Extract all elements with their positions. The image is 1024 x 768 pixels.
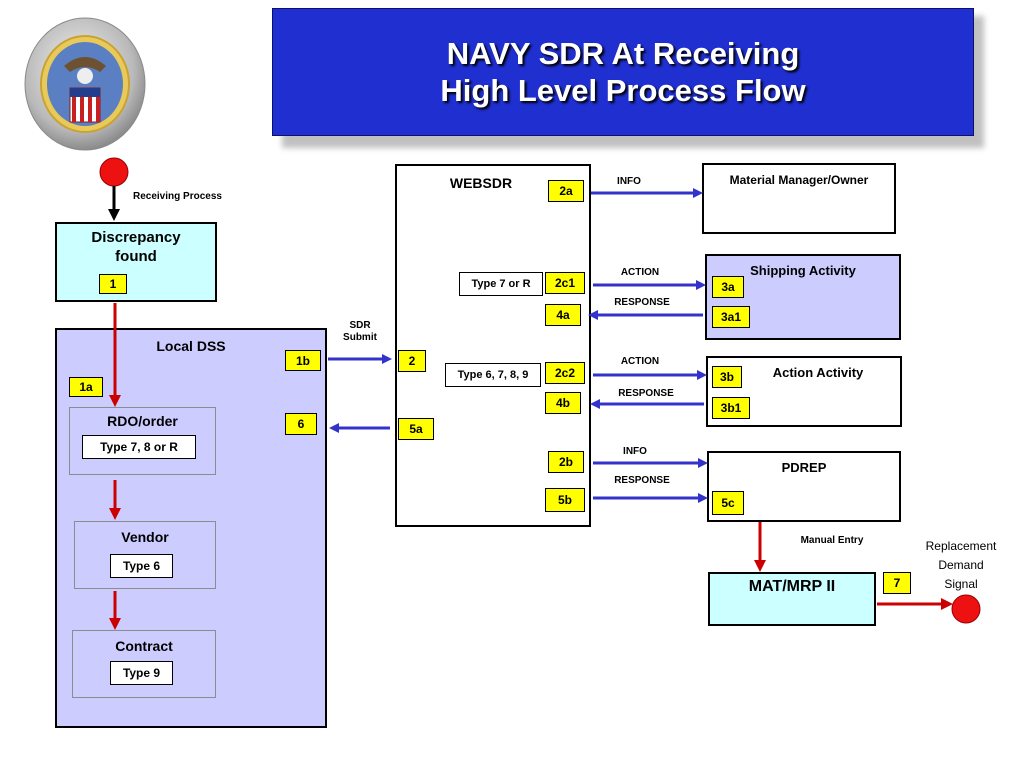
badge-4a: 4a [545,304,581,326]
badge-2c2: 2c2 [545,362,585,384]
badge-3b: 3b [712,366,742,388]
badge-5b: 5b [545,488,585,512]
pdrep-label: PDREP [781,460,827,475]
rdo-order-label: RDO/order [107,413,178,429]
mat-mrp-label: MAT/MRP II [748,578,836,595]
material-manager-box: Material Manager/Owner [702,163,896,234]
badge-1a: 1a [69,377,103,397]
badge-5c: 5c [712,491,744,515]
type-box-6789: Type 6, 7, 8, 9 [445,363,541,387]
badge-5a: 5a [398,418,434,440]
badge-3a1: 3a1 [712,306,750,328]
vendor-type-label: Type 6 [110,554,173,578]
title-line-1: NAVY SDR At Receiving [446,36,800,71]
response-1-label: RESPONSE [614,297,670,308]
info-top-label: INFO [617,176,641,187]
local-dss-label: Local DSS [156,338,226,354]
material-manager-label: Material Manager/Owner [729,173,869,187]
action-1-label: ACTION [620,267,660,278]
badge-2: 2 [398,350,426,372]
response-3-label: RESPONSE [614,475,670,486]
manual-entry-label: Manual Entry [800,535,864,546]
rdo-type-label: Type 7, 8 or R [82,435,196,459]
dla-logo [24,16,146,152]
sdr-submit-label: SDR Submit [343,320,377,343]
badge-2a: 2a [548,180,584,202]
badge-2b: 2b [548,451,584,473]
contract-label: Contract [115,638,173,654]
websdr-label: WEBSDR [449,175,513,191]
badge-3b1: 3b1 [712,397,750,419]
badge-1: 1 [99,274,127,294]
receiving-start-circle [99,157,129,187]
slide-title: NAVY SDR At Receiving High Level Process… [272,8,974,136]
vendor-label: Vendor [121,529,169,545]
replacement-demand-label: Replacement Demand Signal [925,539,997,591]
badge-1b: 1b [285,350,321,371]
dla-seal-icon [24,17,146,151]
badge-7: 7 [883,572,911,594]
receiving-process-label: Receiving Process [133,191,222,202]
response-2-label: RESPONSE [618,388,674,399]
contract-type-label: Type 9 [110,661,173,685]
badge-3a: 3a [712,276,744,298]
action-2-label: ACTION [620,356,660,367]
action-activity-label: Action Activity [772,365,864,380]
badge-4b: 4b [545,392,581,414]
type-box-7-or-r: Type 7 or R [459,272,543,296]
info-bottom-label: INFO [623,446,647,457]
discrepancy-found-box: Discrepancy found [55,222,217,302]
mat-mrp-box: MAT/MRP II [708,572,876,626]
discrepancy-found-label: Discrepancy found [91,229,181,265]
pdrep-box: PDREP [707,451,901,522]
badge-2c1: 2c1 [545,272,585,294]
badge-6: 6 [285,413,317,435]
title-line-2: High Level Process Flow [440,73,806,108]
replacement-signal-circle [951,594,981,624]
shipping-activity-label: Shipping Activity [750,263,856,278]
